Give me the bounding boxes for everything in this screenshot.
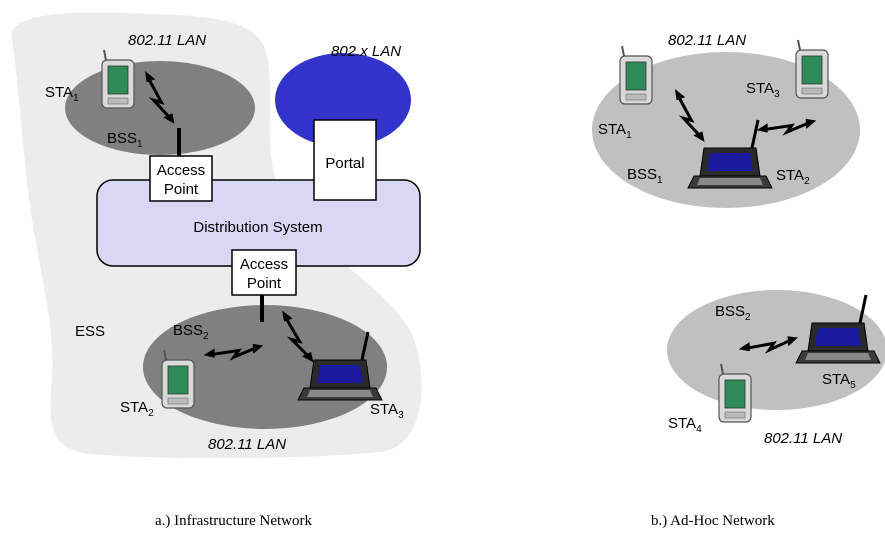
infra-lan-top: 802.11 LAN: [128, 32, 206, 49]
adhoc-caption: b.) Ad-Hoc Network: [651, 513, 775, 529]
adhoc-sta5-label: STA5: [822, 371, 856, 391]
adhoc-bss1-label: BSS1: [627, 166, 663, 186]
distribution-system-label: Distribution System: [193, 219, 322, 236]
portal-label: Portal: [325, 155, 364, 172]
access-point-2-line2: Point: [247, 275, 282, 292]
adhoc-sta1-pda-icon: [619, 45, 653, 105]
adhoc-bss2-label: BSS2: [715, 303, 751, 323]
infra-sta2-label: STA2: [120, 399, 154, 419]
adhoc-lan-bottom: 802.11 LAN: [764, 430, 842, 447]
access-point-2-line1: Access: [240, 256, 288, 273]
lan-802x-ellipse: [275, 53, 411, 147]
adhoc-bss1-ellipse: [592, 52, 860, 208]
infra-sta1-label: STA1: [45, 84, 79, 104]
ess-label: ESS: [75, 323, 105, 340]
infra-lan-x: 802.x LAN: [331, 43, 401, 60]
infra-lan-bottom: 802.11 LAN: [208, 436, 286, 453]
infra-bss1-label: BSS1: [107, 130, 143, 150]
infra-caption: a.) Infrastructure Network: [155, 513, 313, 529]
access-point-1-line1: Access: [157, 162, 205, 179]
access-point-1-line2: Point: [164, 181, 199, 198]
adhoc-lan-top: 802.11 LAN: [668, 32, 746, 49]
infra-sta3-label: STA3: [370, 401, 404, 421]
adhoc-sta1-label: STA1: [598, 121, 632, 141]
portal-box: [313, 119, 377, 201]
adhoc-sta3-label: STA3: [746, 80, 780, 100]
access-point-1: [149, 155, 213, 202]
adhoc-sta2-label: STA2: [776, 167, 810, 187]
adhoc-sta4-label: STA4: [668, 415, 702, 435]
adhoc-sta3-pda-icon: [795, 39, 829, 99]
infra-bss2-label: BSS2: [173, 322, 209, 342]
